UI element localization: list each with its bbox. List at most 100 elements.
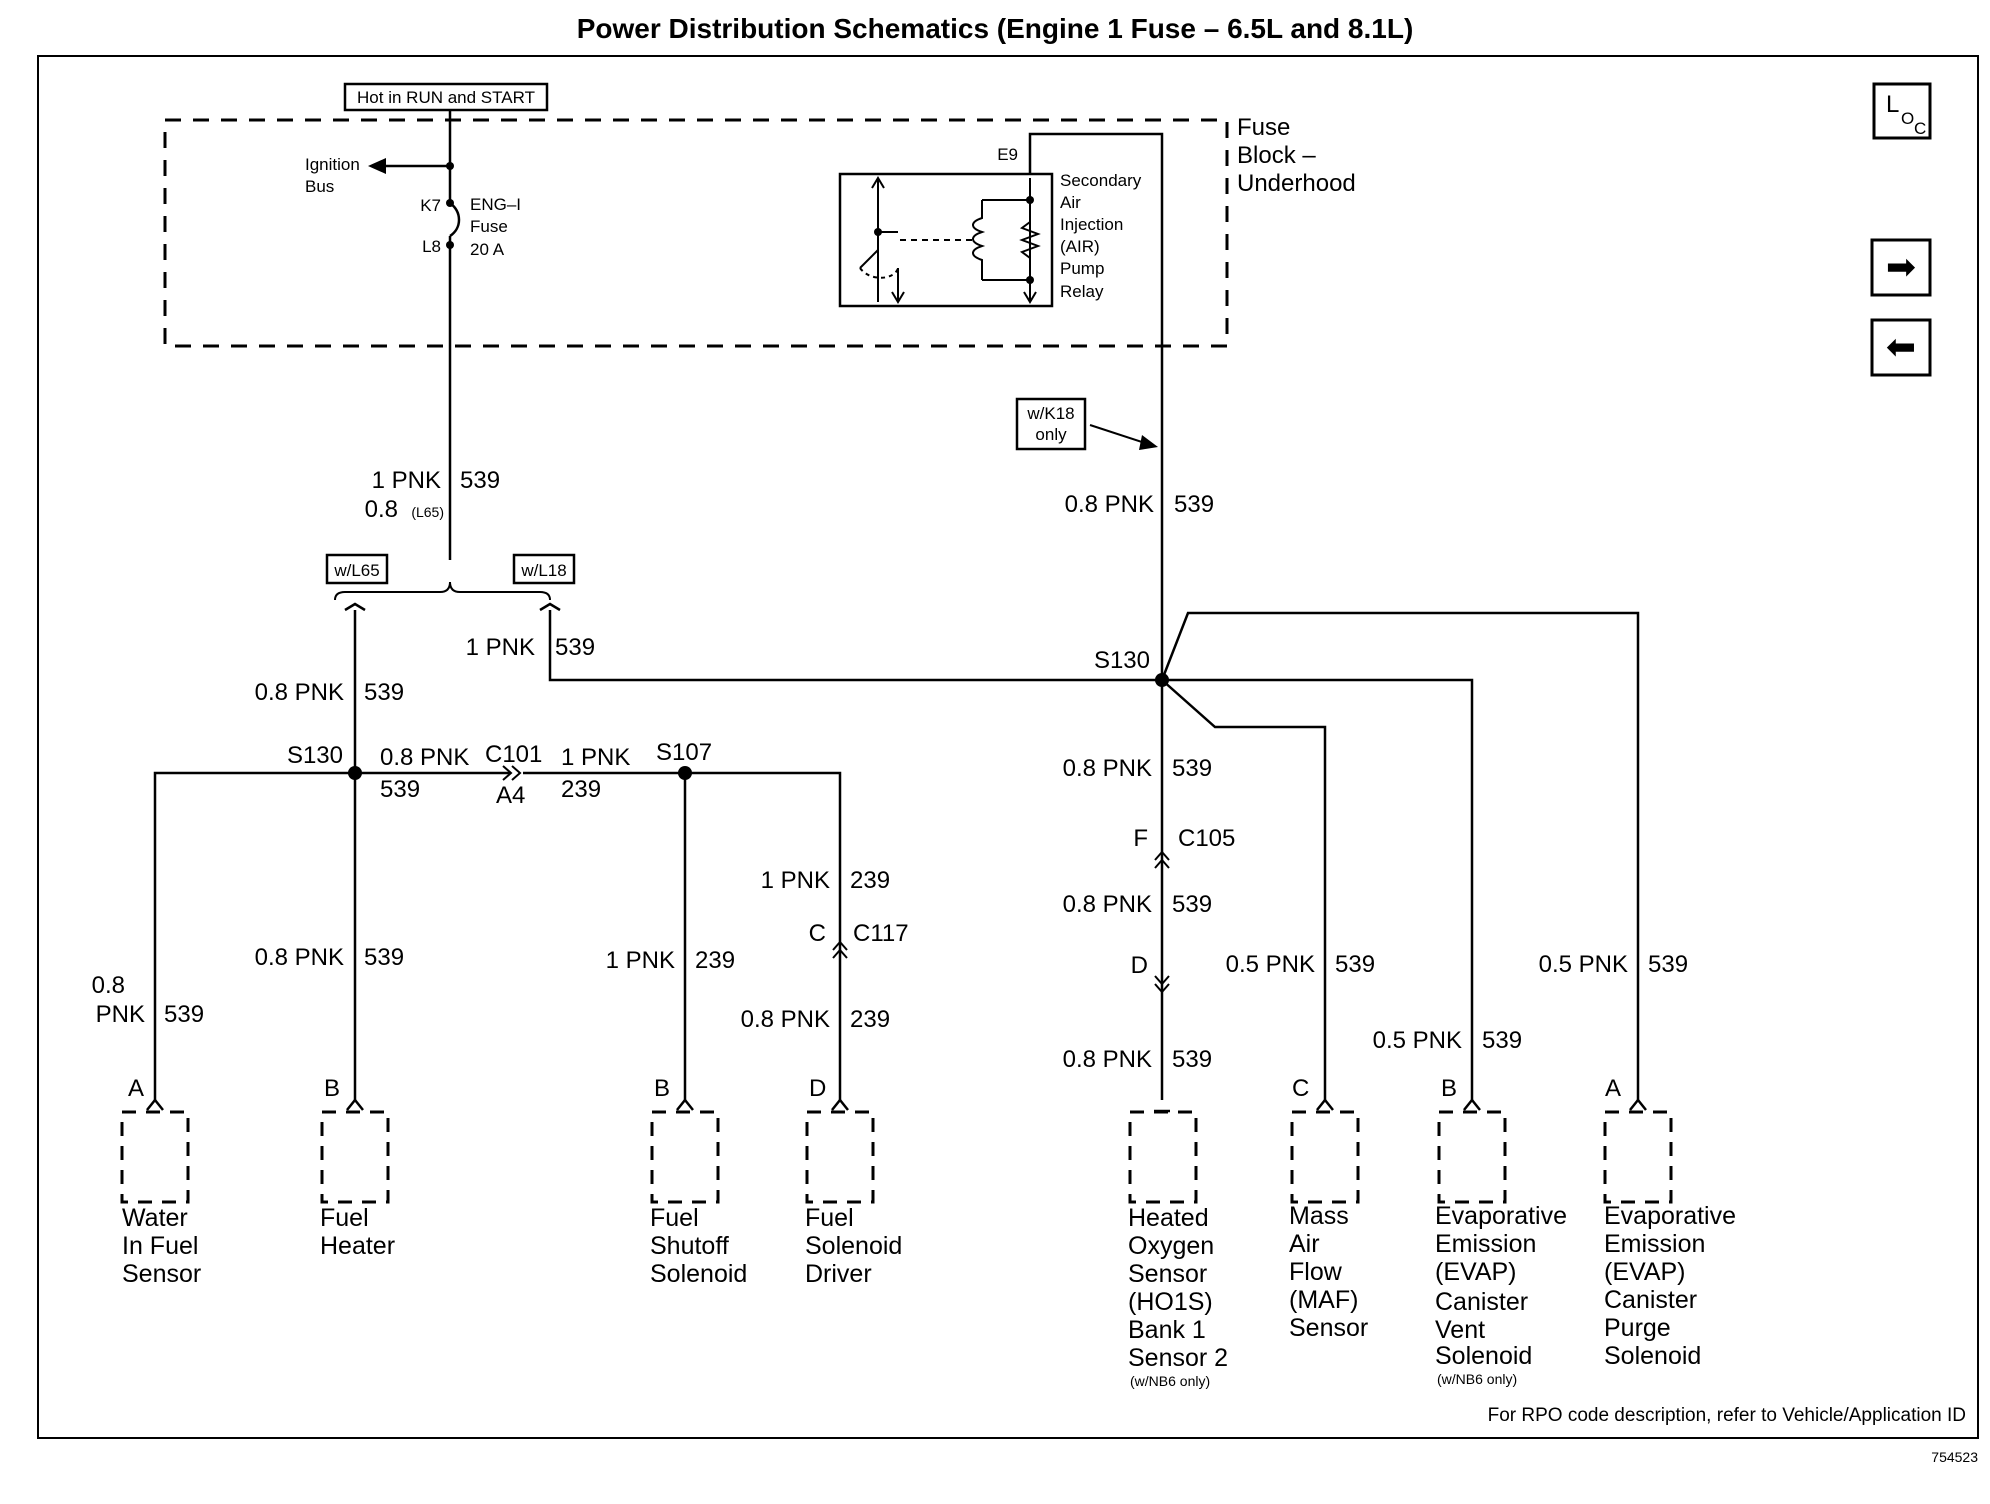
option-bracket	[334, 581, 551, 601]
wire-label-heater: 0.8 PNK	[255, 944, 344, 971]
relay-output-wire	[1028, 132, 1164, 680]
svg-text:Sensor: Sensor	[1128, 1260, 1207, 1288]
wire-label-main-alt-note: (L65)	[411, 504, 444, 520]
relay-pin: E9	[997, 145, 1018, 164]
arrow-left-icon	[368, 158, 386, 174]
pin-label: D	[809, 1075, 826, 1102]
connector-c105-top-symbol	[1154, 850, 1170, 869]
connector-c105-bottom-pin: D	[1131, 952, 1148, 979]
wire-circuit-shutoff: 239	[695, 947, 735, 974]
eng-i-fuse	[368, 110, 461, 560]
svg-text:Driver: Driver	[805, 1260, 872, 1288]
svg-text:Vent: Vent	[1435, 1316, 1485, 1344]
svg-text:Water: Water	[122, 1204, 188, 1232]
svg-text:Fuel: Fuel	[320, 1204, 369, 1232]
wire-label-wif-b: PNK	[96, 1001, 145, 1028]
wire-circuit-heater: 539	[364, 944, 404, 971]
connector-c105-bottom-symbol	[1154, 975, 1170, 994]
svg-text:Shutoff: Shutoff	[650, 1232, 729, 1260]
wire-circuit-bus-right: 239	[561, 776, 601, 803]
air-pump-relay	[838, 172, 1054, 308]
connector-c101: C101	[485, 741, 542, 768]
component-fuel-shutoff-solenoid: B Fuel Shutoff Solenoid	[650, 1075, 747, 1288]
component-water-in-fuel-sensor: A Water In Fuel Sensor	[120, 1075, 201, 1288]
wire-label-fsd-top: 1 PNK	[761, 867, 830, 894]
connector-c105-top-pin: F	[1133, 825, 1148, 852]
relay-label-2: Air	[1060, 193, 1081, 212]
svg-text:Mass: Mass	[1289, 1202, 1349, 1230]
component-fuel-heater: B Fuel Heater	[320, 1075, 395, 1260]
svg-text:Bank 1: Bank 1	[1128, 1316, 1206, 1344]
fuse-pin-top: K7	[420, 196, 441, 215]
pin-label: A	[128, 1075, 144, 1102]
svg-text:Canister: Canister	[1604, 1286, 1697, 1314]
wire-label-wif-a: 0.8	[92, 972, 125, 999]
wire-label-l65: 0.8 PNK	[255, 679, 344, 706]
wire-circuit-fsd-bottom: 239	[850, 1006, 890, 1033]
svg-text:(EVAP): (EVAP)	[1604, 1258, 1686, 1286]
arrow-pointer-icon	[1139, 435, 1158, 450]
pin-label: C	[1292, 1075, 1309, 1102]
fuse-block-label-2: Block –	[1237, 142, 1316, 169]
wire-circuit-l65: 539	[364, 679, 404, 706]
wire-label-right-vertical: 0.8 PNK	[1065, 491, 1154, 518]
wire-label-fsd-bottom: 0.8 PNK	[741, 1006, 830, 1033]
next-page-button[interactable]: ➡	[1870, 238, 1932, 297]
arrow-left-icon: ⬅	[1886, 327, 1916, 368]
wire-label-evap-vent: 0.5 PNK	[1373, 1027, 1462, 1054]
connector-c101-pin: A4	[496, 782, 525, 809]
page-title: Power Distribution Schematics (Engine 1 …	[577, 13, 1414, 44]
svg-text:Fuel: Fuel	[805, 1204, 854, 1232]
wire-circuit-evap-vent: 539	[1482, 1027, 1522, 1054]
wire-circuit-wif: 539	[164, 1001, 204, 1028]
svg-text:(w/NB6 only): (w/NB6 only)	[1130, 1373, 1210, 1389]
svg-text:w/L18: w/L18	[520, 561, 566, 580]
fuse-label-1: ENG–I	[470, 195, 521, 214]
fuse-block-label-1: Fuse	[1237, 114, 1290, 141]
svg-text:w/K18: w/K18	[1026, 404, 1074, 423]
svg-text:(MAF): (MAF)	[1289, 1286, 1358, 1314]
wl65-tag	[325, 553, 389, 585]
svg-text:Fuel: Fuel	[650, 1204, 699, 1232]
wire-label-shutoff: 1 PNK	[606, 947, 675, 974]
svg-text:O: O	[1901, 109, 1914, 128]
wire-label-bus-left: 0.8 PNK	[380, 744, 469, 771]
wire-circuit-ho2s-1: 539	[1172, 755, 1212, 782]
pin-label: A	[1605, 1075, 1621, 1102]
component-evap-canister-vent-solenoid: B Evaporative Emission (EVAP) Canister V…	[1435, 1075, 1567, 1387]
wl18-tag	[512, 553, 576, 585]
connector-c101-symbol	[502, 765, 522, 781]
svg-text:(w/NB6 only): (w/NB6 only)	[1437, 1371, 1517, 1387]
connector-c117-symbol	[832, 940, 848, 959]
wire-circuit-l18: 539	[555, 634, 595, 661]
wire-circuit-ho2s-3: 539	[1172, 1046, 1212, 1073]
component-evap-canister-purge-solenoid: A Evaporative Emission (EVAP) Canister P…	[1603, 1075, 1736, 1370]
svg-text:Air: Air	[1289, 1230, 1320, 1258]
svg-text:Heater: Heater	[320, 1232, 395, 1260]
wire-circuit-bus-left: 539	[380, 776, 420, 803]
footer-note: For RPO code description, refer to Vehic…	[1488, 1405, 1966, 1426]
relay-label-3: Injection	[1060, 215, 1123, 234]
fuse-label-3: 20 A	[470, 240, 505, 259]
fuse-pin-bottom: L8	[422, 237, 441, 256]
previous-page-button[interactable]: ⬅	[1870, 318, 1932, 377]
arrow-right-icon: ➡	[1886, 247, 1916, 288]
svg-text:Sensor: Sensor	[122, 1260, 201, 1288]
evap-vent-wire	[1162, 678, 1474, 1100]
wire-circuit-maf: 539	[1335, 951, 1375, 978]
wire-label-maf: 0.5 PNK	[1226, 951, 1315, 978]
pin-label: B	[1441, 1075, 1457, 1102]
wk18-tag	[1015, 397, 1087, 451]
fuse-block-label-3: Underhood	[1237, 170, 1356, 197]
svg-text:(EVAP): (EVAP)	[1435, 1258, 1517, 1286]
relay-label-1: Secondary	[1060, 171, 1142, 190]
wire-circuit-main: 539	[460, 467, 500, 494]
svg-text:Sensor: Sensor	[1289, 1314, 1368, 1342]
figure-id: 754523	[1931, 1449, 1978, 1465]
pin-label: B	[324, 1075, 340, 1102]
pin-label: B	[654, 1075, 670, 1102]
location-icon[interactable]: L O C	[1872, 82, 1932, 140]
svg-text:Purge: Purge	[1604, 1314, 1671, 1342]
wire-circuit-fsd-top: 239	[850, 867, 890, 894]
svg-text:Solenoid: Solenoid	[805, 1232, 902, 1260]
